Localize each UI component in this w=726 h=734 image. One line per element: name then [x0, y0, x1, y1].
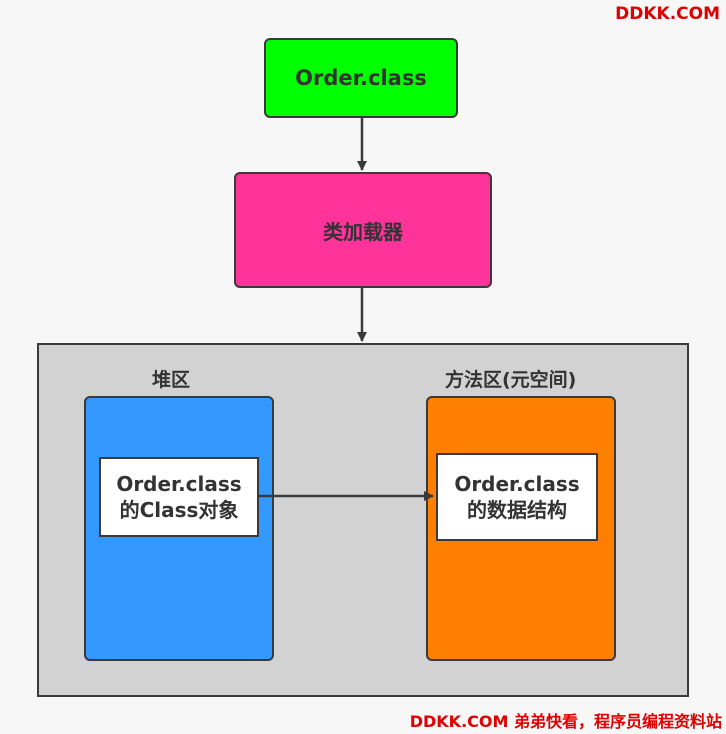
- method-area-title: 方法区(元空间): [445, 369, 577, 391]
- class-object-line2: 的Class对象: [119, 498, 239, 522]
- class-loader-label: 类加载器: [323, 219, 403, 244]
- data-structure-box: Order.class 的数据结构: [436, 453, 598, 541]
- data-structure-line2: 的数据结构: [467, 498, 567, 522]
- heap-title: 堆区: [152, 369, 191, 391]
- class-object-line1: Order.class: [116, 472, 242, 496]
- class-object-box: Order.class 的Class对象: [99, 457, 259, 537]
- class-loader-node: 类加载器: [234, 172, 492, 288]
- watermark-top: DDKK.COM: [615, 4, 720, 24]
- data-structure-line1: Order.class: [454, 472, 580, 496]
- class-file-node: Order.class: [264, 38, 458, 118]
- class-file-label: Order.class: [295, 66, 427, 90]
- watermark-bottom: DDKK.COM 弟弟快看，程序员编程资料站: [409, 712, 722, 731]
